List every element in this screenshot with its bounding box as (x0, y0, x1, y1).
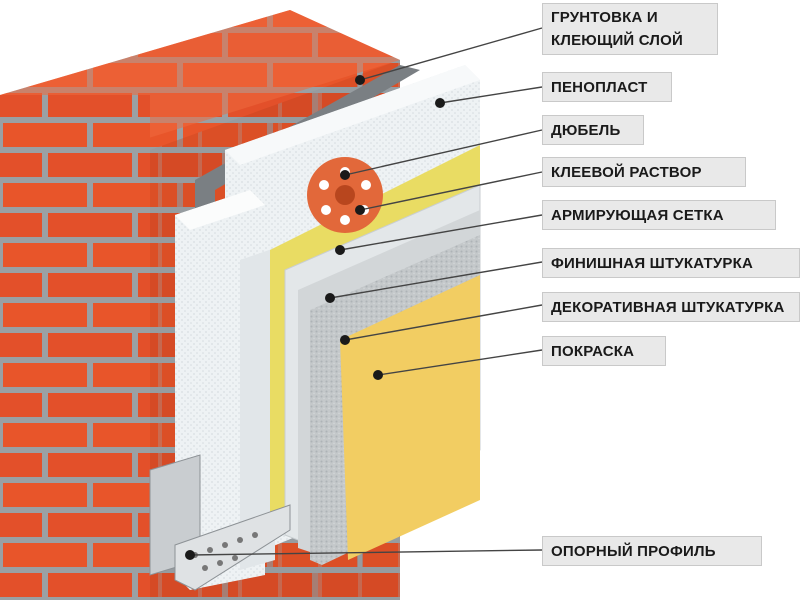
leader-dots (185, 75, 445, 560)
label-dowel-text: ДЮБЕЛЬ (551, 121, 621, 139)
label-decor: ДЕКОРАТИВНАЯ ШТУКАТУРКА (542, 292, 800, 322)
label-paint-text: ПОКРАСКА (551, 342, 635, 360)
label-decor-text: ДЕКОРАТИВНАЯ ШТУКАТУРКА (551, 298, 785, 316)
leader-lines (189, 27, 543, 556)
label-paint: ПОКРАСКА (542, 336, 666, 366)
label-finish-text: ФИНИШНАЯ ШТУКАТУРКА (551, 254, 753, 272)
dowel-icon (307, 157, 383, 233)
paint-layer (340, 275, 480, 560)
label-profile-text: ОПОРНЫЙ ПРОФИЛЬ (551, 542, 716, 560)
label-primer-line2: КЛЕЮЩИЙ СЛОЙ (551, 32, 684, 49)
label-foam: ПЕНОПЛАСТ (542, 72, 672, 102)
label-finish: ФИНИШНАЯ ШТУКАТУРКА (542, 248, 800, 278)
label-adhesive-text: КЛЕЕВОЙ РАСТВОР (551, 163, 702, 181)
label-primer-line1: ГРУНТОВКА И (551, 9, 658, 26)
label-dowel: ДЮБЕЛЬ (542, 115, 644, 145)
support-profile (149, 454, 291, 591)
label-mesh-text: АРМИРУЮЩАЯ СЕТКА (551, 206, 724, 224)
label-profile: ОПОРНЫЙ ПРОФИЛЬ (542, 536, 762, 566)
label-primer: ГРУНТОВКА И КЛЕЮЩИЙ СЛОЙ (542, 3, 718, 55)
label-foam-text: ПЕНОПЛАСТ (551, 78, 648, 96)
label-mesh: АРМИРУЮЩАЯ СЕТКА (542, 200, 776, 230)
label-adhesive: КЛЕЕВОЙ РАСТВОР (542, 157, 746, 187)
